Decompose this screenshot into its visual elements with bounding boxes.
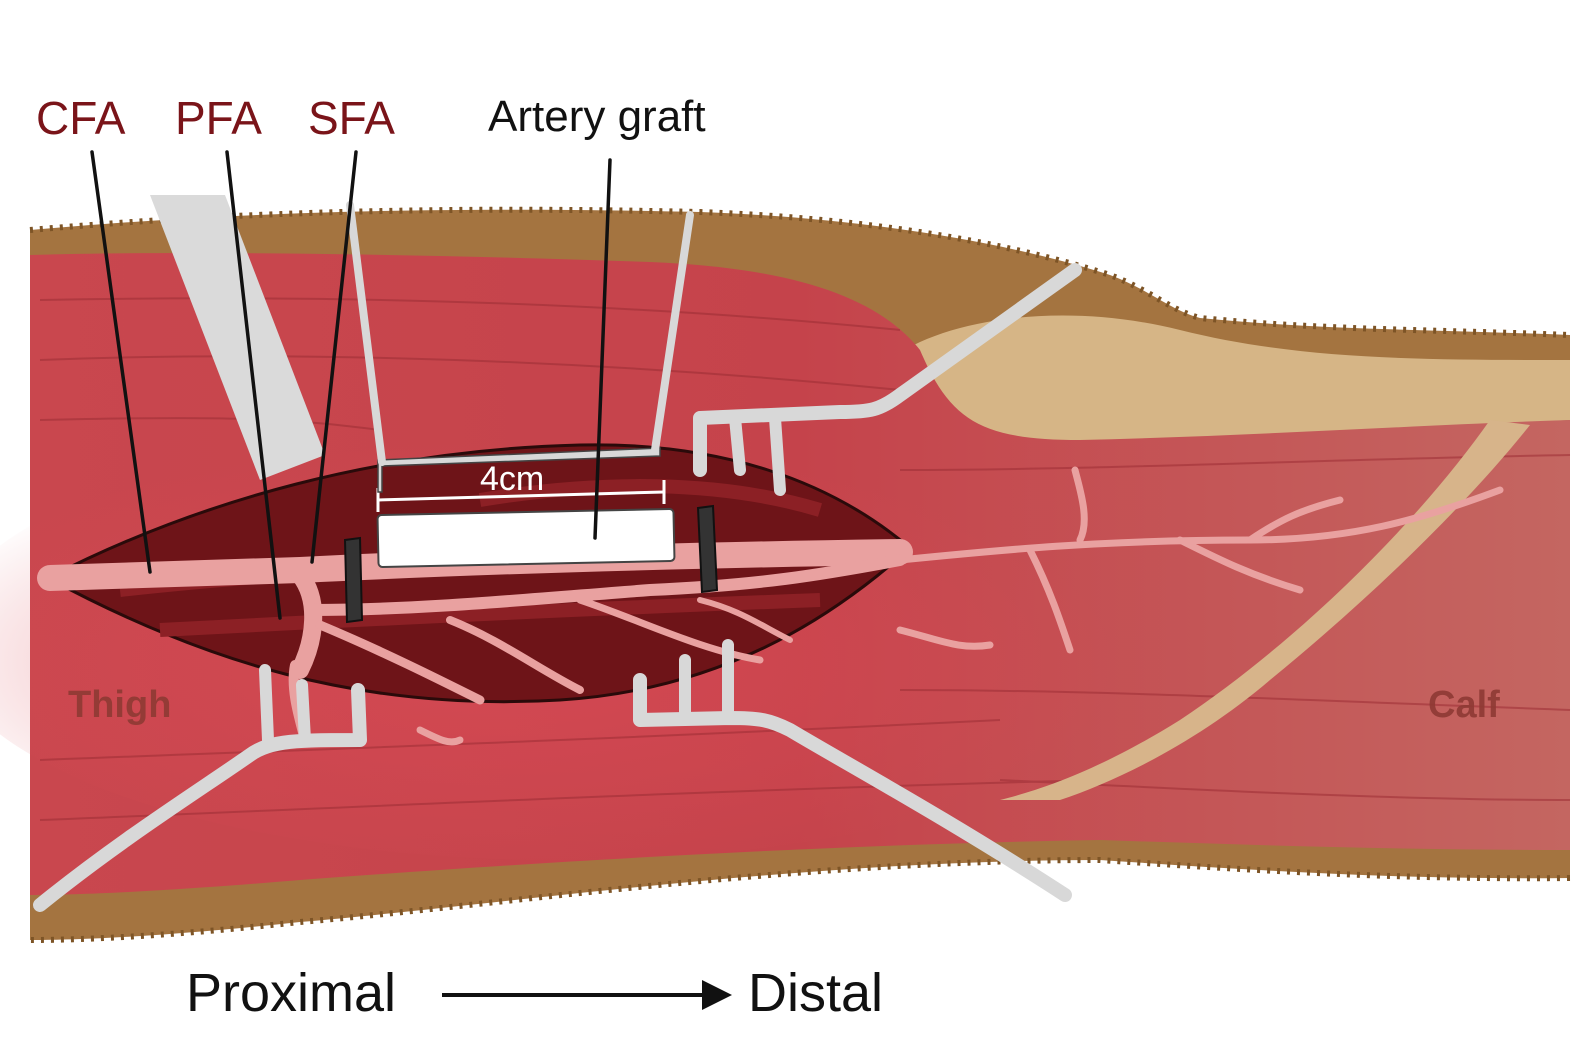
retractor-blade-left [150,195,325,480]
distal-vessels [416,466,1504,746]
arrow-right-icon [442,980,732,1010]
label-proximal: Proximal [186,963,397,1023]
leg-fur-top [29,206,1571,338]
artery-graft [376,507,676,569]
retractors [33,195,1082,912]
vessel-clamps [343,504,719,624]
label-calf: Calf [1428,684,1500,726]
retractor-wire-left [346,201,386,466]
label-sfa: SFA [308,92,395,144]
knee-patch [890,315,1570,446]
label-artery-graft: Artery graft [488,92,706,141]
leader-cfa [90,150,152,574]
retractor-lower-right [633,673,1072,902]
retractor-upper-right [693,263,1082,477]
label-thigh: Thigh [68,684,172,726]
leader-graft [593,158,612,540]
leader-pfa [225,150,282,620]
clamp-distal [696,504,719,594]
leader-sfa [310,150,358,564]
label-pfa: PFA [175,92,262,144]
leader-lines [90,150,612,620]
tendon-band [1000,420,1530,800]
label-cfa: CFA [36,92,126,144]
retractor-lower-left [33,683,367,912]
label-length: 4cm [480,460,545,498]
retractor-wire-right [651,211,694,454]
clamp-proximal [343,536,364,624]
label-distal: Distal [748,963,884,1023]
upper-retractor-bar [377,447,661,493]
